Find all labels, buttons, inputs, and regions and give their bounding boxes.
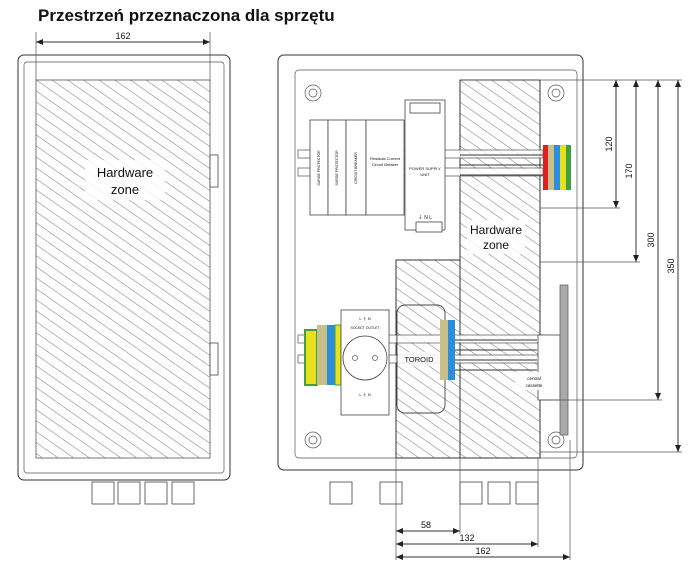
- dimension-label: 120: [604, 136, 614, 151]
- circuit-breaker: CIRCUIT BREAKER: [345, 119, 367, 216]
- cable-glands: [91, 481, 195, 505]
- neutral-terminal-block: [440, 320, 455, 380]
- dimension-label: 132: [459, 533, 474, 543]
- svg-text:⏚ N L: ⏚ N L: [418, 214, 432, 221]
- mounting-screws: [304, 84, 565, 449]
- dimension-label: 170: [624, 163, 634, 178]
- dimension-label: 58: [421, 520, 431, 530]
- zone-label: zone: [111, 182, 139, 197]
- svg-text:SURGE PROTECTOR: SURGE PROTECTOR: [317, 150, 321, 186]
- earth-terminal-block: [304, 324, 342, 386]
- right-enclosure: Hardware zone SURGE PROTECTOR SURGE PROT…: [277, 54, 682, 560]
- svg-text:SURGE PROTECTOR: SURGE PROTECTOR: [335, 150, 339, 186]
- svg-text:L ⏚ N: L ⏚ N: [359, 315, 370, 321]
- left-hardware-zone: [35, 79, 211, 459]
- svg-text:L ⏚ N: L ⏚ N: [359, 391, 370, 397]
- svg-text:Residual Current: Residual Current: [370, 156, 401, 161]
- dimension-label: 162: [115, 31, 130, 41]
- page-title: Przestrzeń przeznaczona dla sprzętu: [38, 6, 335, 25]
- hinge-icon: [209, 342, 219, 376]
- surge-protector: SURGE PROTECTOR SURGE PROTECTOR: [309, 119, 347, 216]
- residual-current-breaker: Residual Current Circuit Breaker: [365, 119, 405, 216]
- dimension-label: 350: [666, 258, 676, 273]
- zone-label: Hardware: [97, 165, 153, 180]
- svg-text:CIRCUIT BREAKER: CIRCUIT BREAKER: [354, 152, 358, 184]
- socket-outlet: L ⏚ N SOCKET OUTLET L ⏚ N: [340, 309, 390, 416]
- zone-label: Hardware: [470, 223, 522, 237]
- zone-label: zone: [483, 238, 509, 252]
- terminal-block: [543, 145, 571, 190]
- dimension-label: 300: [646, 232, 656, 247]
- svg-text:cassette: cassette: [526, 383, 543, 388]
- svg-text:UNIT: UNIT: [420, 172, 430, 177]
- left-enclosure: Hardware zone 162: [17, 31, 231, 505]
- svg-text:POWER SUPPLY: POWER SUPPLY: [409, 166, 441, 171]
- dimension-label: 162: [475, 546, 490, 556]
- svg-text:SOCKET OUTLET: SOCKET OUTLET: [350, 326, 380, 330]
- svg-text:central: central: [527, 376, 541, 381]
- hinge-icon: [209, 154, 219, 188]
- power-supply-unit: POWER SUPPLY UNIT ⏚ N L: [404, 99, 446, 233]
- cable-glands: [329, 481, 539, 505]
- svg-text:TOROID: TOROID: [404, 355, 434, 364]
- svg-text:Circuit Breaker: Circuit Breaker: [372, 162, 399, 167]
- central-cassette: central cassette: [515, 284, 569, 436]
